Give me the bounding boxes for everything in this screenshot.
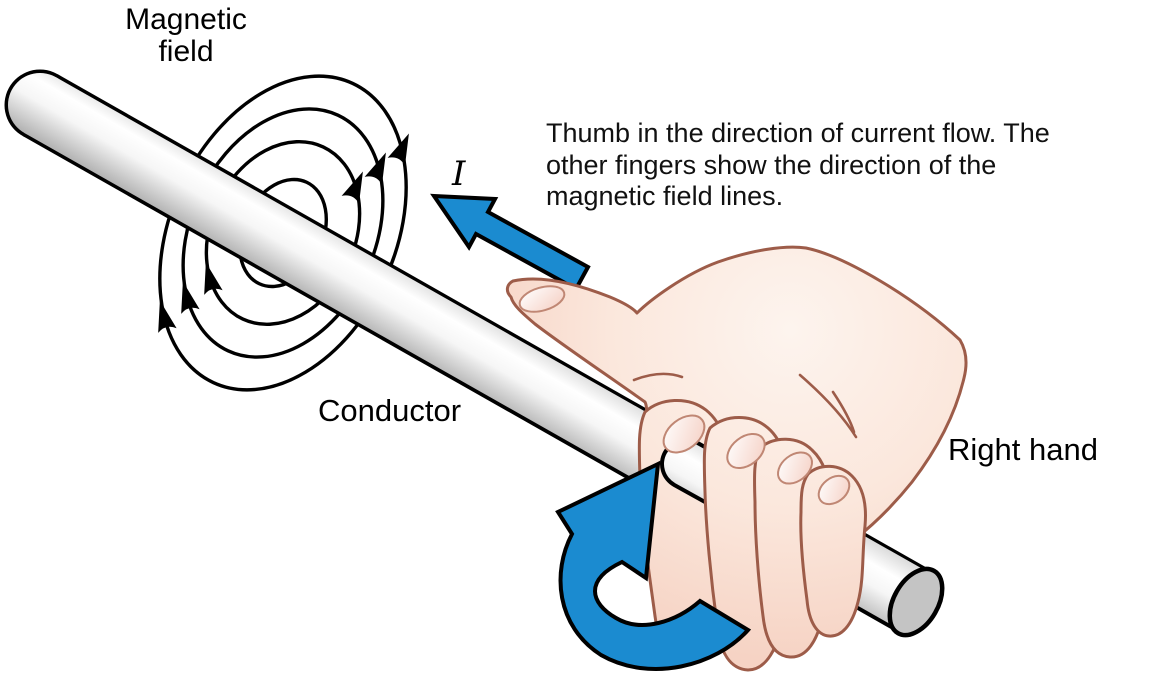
annotation-text: Thumb in the direction of current flow. … xyxy=(546,118,1050,211)
fingernails xyxy=(518,285,851,506)
little-nail xyxy=(817,474,851,506)
current-direction-arrow xyxy=(430,193,591,292)
right-hand-label: Right hand xyxy=(948,432,1098,467)
right-hand-illustration xyxy=(505,245,968,672)
index-nail xyxy=(662,414,706,454)
magnetic-field-label: Magnetic field xyxy=(125,3,247,69)
thumb-nail xyxy=(518,285,566,313)
rotation-direction-arrow xyxy=(555,460,752,671)
conductor-label: Conductor xyxy=(318,393,462,428)
little-finger xyxy=(799,464,867,638)
palm-creases xyxy=(632,372,858,439)
rod-end-cap xyxy=(887,566,945,638)
middle-nail xyxy=(726,433,766,469)
ring-nail xyxy=(777,451,813,485)
current-symbol-label: I xyxy=(452,154,466,194)
